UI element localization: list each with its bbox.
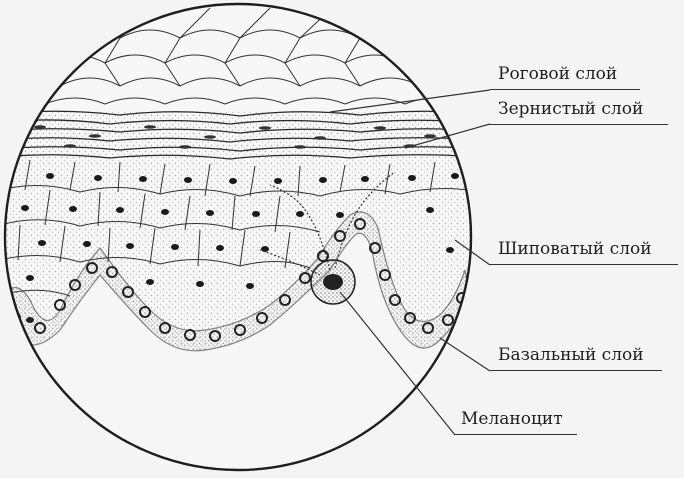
label-stratum-granulosum: Зернистый слой [498,99,643,119]
label-stratum-spinosum: Шиповатый слой [498,239,652,259]
stratum-granulosum-region [0,111,500,159]
label-underline-melanocyte [455,434,577,435]
label-stratum-basale: Базальный слой [498,345,644,365]
leader-line-basale [440,338,490,371]
label-underline-basale [490,370,662,371]
label-stratum-corneum: Роговой слой [498,64,617,84]
label-underline-corneum [490,89,640,90]
label-underline-spinosum [490,264,678,265]
label-underline-granulosum [490,124,668,125]
label-melanocyte: Меланоцит [461,409,563,429]
